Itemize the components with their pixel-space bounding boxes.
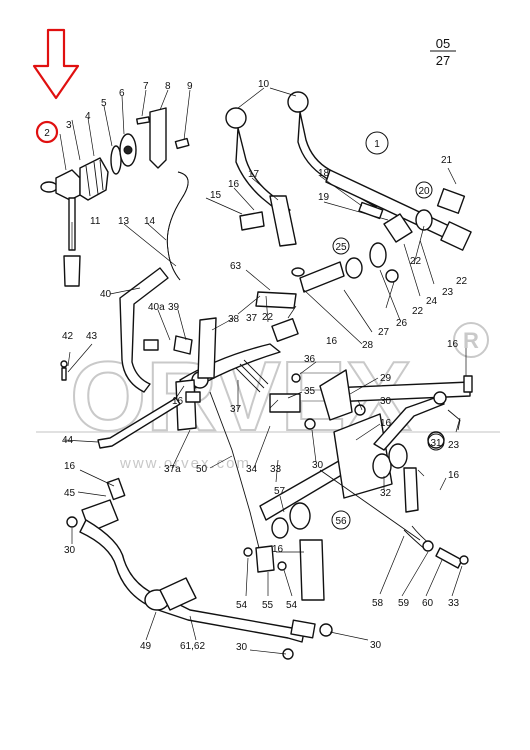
label-part-13: 13 (118, 216, 130, 227)
label-part-30a: 30 (380, 396, 392, 407)
label-part-8: 8 (165, 81, 171, 92)
label-part-57: 57 (274, 486, 286, 497)
arrow-down-icon (32, 28, 80, 100)
label-part-22c: 22 (412, 306, 424, 317)
label-part-37a-2: 37a (164, 464, 181, 475)
label-part-15: 15 (210, 190, 222, 201)
label-part-59: 59 (398, 598, 410, 609)
label-part-38: 38 (228, 314, 240, 325)
label-part-21: 21 (441, 155, 453, 166)
registered-icon: R (453, 322, 489, 358)
page-number-current: 05 (436, 36, 450, 51)
label-part-23b: 23 (448, 440, 460, 451)
label-part-23a: 23 (442, 287, 454, 298)
label-part-60: 60 (422, 598, 434, 609)
label-part-33b: 33 (448, 598, 460, 609)
label-part-63: 63 (230, 261, 242, 272)
label-part-9: 9 (187, 81, 193, 92)
label-part-50: 50 (196, 464, 208, 475)
leader-lines (59, 87, 467, 655)
label-part-16a: 16 (228, 179, 240, 190)
label-part-43: 43 (86, 331, 98, 342)
label-part-11: 11 (90, 216, 101, 227)
label-part-30e: 30 (370, 640, 382, 651)
label-part-25: 25 (335, 242, 347, 253)
label-part-37a: 37 (246, 313, 258, 324)
label-part-28: 28 (362, 340, 374, 351)
label-part-54b: 54 (286, 600, 298, 611)
part-labels: 2 3 4 5 6 7 8 9 10 11 13 14 15 16 17 18 … (44, 79, 467, 653)
svg-text:R: R (463, 328, 479, 353)
label-part-33a: 33 (270, 464, 282, 475)
label-part-27: 27 (378, 327, 390, 338)
gear-lever-knob-group (40, 107, 190, 287)
label-part-16b: 16 (447, 339, 459, 350)
label-part-30b: 30 (312, 460, 324, 471)
label-part-16g: 16 (326, 336, 338, 347)
selector-shaft-assembly (179, 188, 471, 430)
label-part-2: 2 (44, 128, 50, 139)
label-part-16f: 16 (448, 470, 460, 481)
label-part-31: 31 (430, 438, 442, 449)
reference-circles (331, 131, 445, 530)
label-part-35: 35 (304, 386, 316, 397)
label-part-34: 34 (246, 464, 258, 475)
label-part-40a: 40a (148, 302, 165, 313)
label-part-17: 17 (248, 169, 260, 180)
label-part-10: 10 (258, 79, 270, 90)
label-part-16e: 16 (64, 461, 76, 472)
label-part-14: 14 (144, 216, 156, 227)
label-part-61-62: 61,62 (180, 641, 205, 652)
page-number: 05 27 (430, 36, 456, 68)
label-part-30d: 30 (236, 642, 248, 653)
clutch-pedal-assembly (60, 267, 269, 449)
page-number-total: 27 (436, 53, 450, 68)
label-part-22d: 22 (262, 312, 274, 323)
watermark-url: www.orvex.com (119, 455, 251, 472)
label-part-18: 18 (318, 168, 330, 179)
label-part-3: 3 (66, 120, 72, 131)
label-part-16h: 16 (272, 544, 284, 555)
label-part-26: 26 (396, 318, 408, 329)
label-part-7: 7 (143, 81, 149, 92)
label-part-39: 39 (168, 302, 180, 313)
label-part-45: 45 (64, 488, 76, 499)
brake-pedal-assembly (66, 375, 473, 660)
label-part-30c: 30 (64, 545, 76, 556)
label-part-36: 36 (304, 354, 316, 365)
label-part-20: 20 (418, 186, 430, 197)
label-part-6: 6 (119, 88, 125, 99)
highlight-circle (35, 120, 59, 144)
label-part-32: 32 (380, 488, 392, 499)
label-part-55: 55 (262, 600, 274, 611)
label-part-37b: 37 (230, 404, 242, 415)
label-part-44: 44 (62, 435, 74, 446)
label-part-16d: 16 (380, 418, 392, 429)
label-part-56: 56 (335, 516, 347, 527)
label-part-58: 58 (372, 598, 384, 609)
label-part-5: 5 (101, 98, 107, 109)
label-part-22a: 22 (410, 256, 422, 267)
label-part-40: 40 (100, 289, 112, 300)
label-part-4: 4 (85, 111, 91, 122)
label-part-29: 29 (380, 373, 392, 384)
label-part-49: 49 (140, 641, 152, 652)
label-part-1: 1 (374, 139, 380, 150)
label-part-16c: 16 (172, 396, 184, 407)
label-part-22b: 22 (456, 276, 468, 287)
label-part-19: 19 (318, 192, 330, 203)
label-part-24: 24 (426, 296, 438, 307)
label-part-54a: 54 (236, 600, 248, 611)
label-part-42: 42 (62, 331, 74, 342)
